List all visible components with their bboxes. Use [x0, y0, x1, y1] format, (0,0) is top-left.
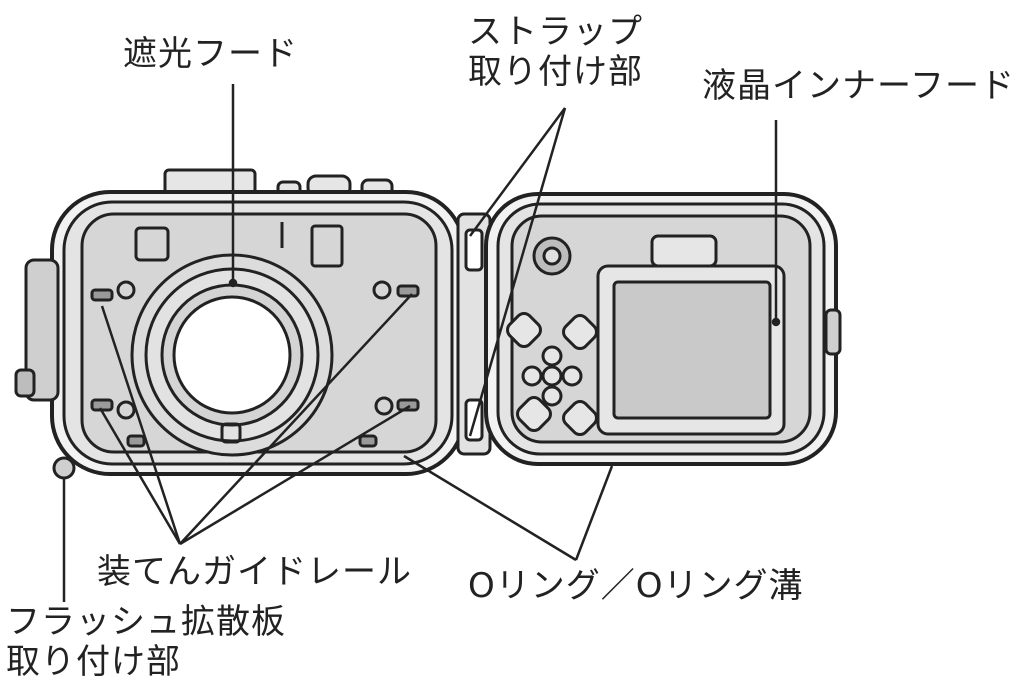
- front-housing: [16, 170, 464, 478]
- label-light-hood: 遮光フード: [123, 34, 298, 74]
- hinge-slot: [466, 230, 482, 270]
- leader-dot: [230, 280, 236, 286]
- leader-oring-left: [404, 456, 576, 560]
- door-latch: [826, 310, 840, 354]
- label-strap-mount: ストラップ 取り付け部: [468, 12, 643, 92]
- guide-rail-mark: [398, 286, 418, 296]
- guide-rail-mark: [360, 436, 376, 446]
- guide-rail-mark: [92, 290, 112, 300]
- label-flash-diffuser-mount: フラッシュ拡散板 取り付け部: [6, 602, 286, 682]
- guide-rail-mark: [128, 436, 144, 446]
- dpad-up: [543, 347, 561, 365]
- dpad-left: [523, 367, 541, 385]
- label-lcd-inner-hood: 液晶インナーフード: [702, 66, 1015, 106]
- guide-rail-mark: [92, 400, 112, 410]
- dpad-center: [543, 367, 561, 385]
- lens-glass: [174, 297, 290, 413]
- mode-dial-center: [544, 248, 560, 264]
- flash-diffuser-mount: [54, 458, 74, 478]
- dpad-right: [563, 367, 581, 385]
- label-strap-mount-line2: 取り付け部: [468, 52, 643, 92]
- label-oring-groove: Oリング／Oリング溝: [468, 566, 804, 606]
- door-top-bracket: [652, 236, 716, 266]
- label-loading-guide-rail: 装てんガイドレール: [97, 552, 412, 592]
- leader-oring-right: [576, 466, 612, 560]
- lcd-window: [614, 282, 770, 418]
- back-door: [486, 194, 840, 464]
- label-strap-mount-line1: ストラップ: [468, 12, 643, 52]
- side-latch-knob: [16, 370, 34, 396]
- leader-dot: [773, 319, 779, 325]
- dpad-down: [543, 387, 561, 405]
- label-flash-diffuser-line1: フラッシュ拡散板: [6, 602, 286, 642]
- label-flash-diffuser-line2: 取り付け部: [6, 642, 286, 682]
